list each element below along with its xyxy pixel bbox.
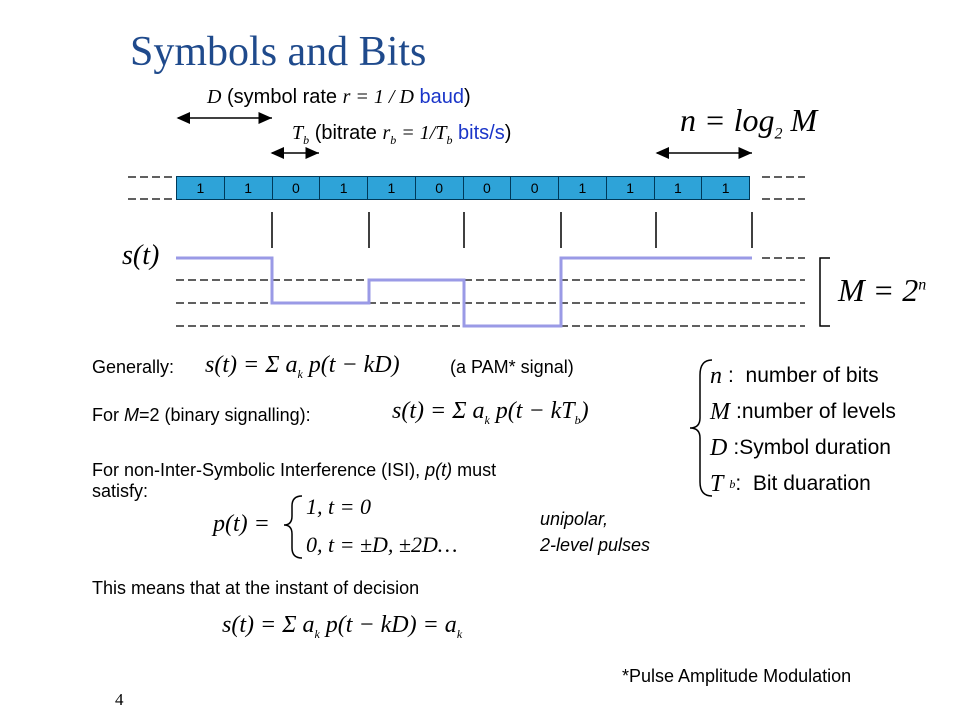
bit-cell: 1 bbox=[368, 176, 416, 200]
bit-cell: 1 bbox=[606, 176, 655, 200]
bit-bar-dashes bbox=[128, 176, 805, 200]
decision-text: This means that at the instant of decisi… bbox=[92, 578, 420, 598]
levels-formula: M = 2n bbox=[838, 272, 927, 308]
pulse-case-2: 0, t = ±D, ±2D… bbox=[306, 532, 458, 557]
legend-list: n: number of bits M:number of levels D:S… bbox=[700, 358, 896, 502]
unipolar-note: unipolar,2-level pulses bbox=[540, 509, 651, 555]
legend-item: D:Symbol duration bbox=[710, 434, 891, 461]
bit-cell: 0 bbox=[272, 176, 321, 200]
footnote: *Pulse Amplitude Modulation bbox=[622, 666, 852, 686]
bit-cell: 1 bbox=[320, 176, 368, 200]
binary-formula: s(t) = Σ ak p(t − kTb) bbox=[392, 398, 589, 427]
pulse-lhs: p(t) = bbox=[213, 511, 270, 537]
legend-item: n: number of bits bbox=[710, 362, 879, 389]
bit-cell: 1 bbox=[224, 176, 273, 200]
page-number: 4 bbox=[115, 690, 124, 709]
slide-title: Symbols and Bits bbox=[130, 29, 427, 75]
symbol-boundaries bbox=[271, 212, 753, 248]
generally-formula: s(t) = Σ ak p(t − kD) bbox=[205, 352, 400, 381]
bit-cell: 1 bbox=[702, 176, 750, 200]
levels-bracket bbox=[819, 257, 830, 327]
signal-waveform bbox=[176, 256, 752, 328]
pulse-case-1: 1, t = 0 bbox=[306, 494, 371, 519]
binary-label: For M=2 (binary signalling): bbox=[92, 405, 311, 425]
legend-item: M:number of levels bbox=[710, 398, 896, 425]
bit-rate-label: Tb (bitrate rb = 1/Tb bits/s) bbox=[292, 122, 512, 147]
bit-cell: 0 bbox=[463, 176, 512, 200]
legend-brace bbox=[689, 359, 713, 497]
level-lines bbox=[176, 257, 805, 327]
pulse-brace bbox=[283, 495, 303, 559]
symbol-rate-label: D (symbol rate r = 1 / D baud) bbox=[207, 86, 471, 108]
bit-cell: 1 bbox=[654, 176, 703, 200]
n-formula: n = log2 M bbox=[680, 102, 818, 143]
pam-note: (a PAM* signal) bbox=[450, 357, 574, 377]
generally-label: Generally: bbox=[92, 357, 175, 377]
signal-label: s(t) bbox=[122, 240, 160, 271]
bit-cell: 0 bbox=[415, 176, 464, 200]
bit-cell: 1 bbox=[559, 176, 607, 200]
bit-cell: 1 bbox=[176, 176, 225, 200]
isi-text: For non-Inter-Symbolic Interference (ISI… bbox=[92, 460, 497, 501]
bit-cell: 0 bbox=[511, 176, 559, 200]
decision-formula: s(t) = Σ ak p(t − kD) = ak bbox=[222, 612, 463, 641]
